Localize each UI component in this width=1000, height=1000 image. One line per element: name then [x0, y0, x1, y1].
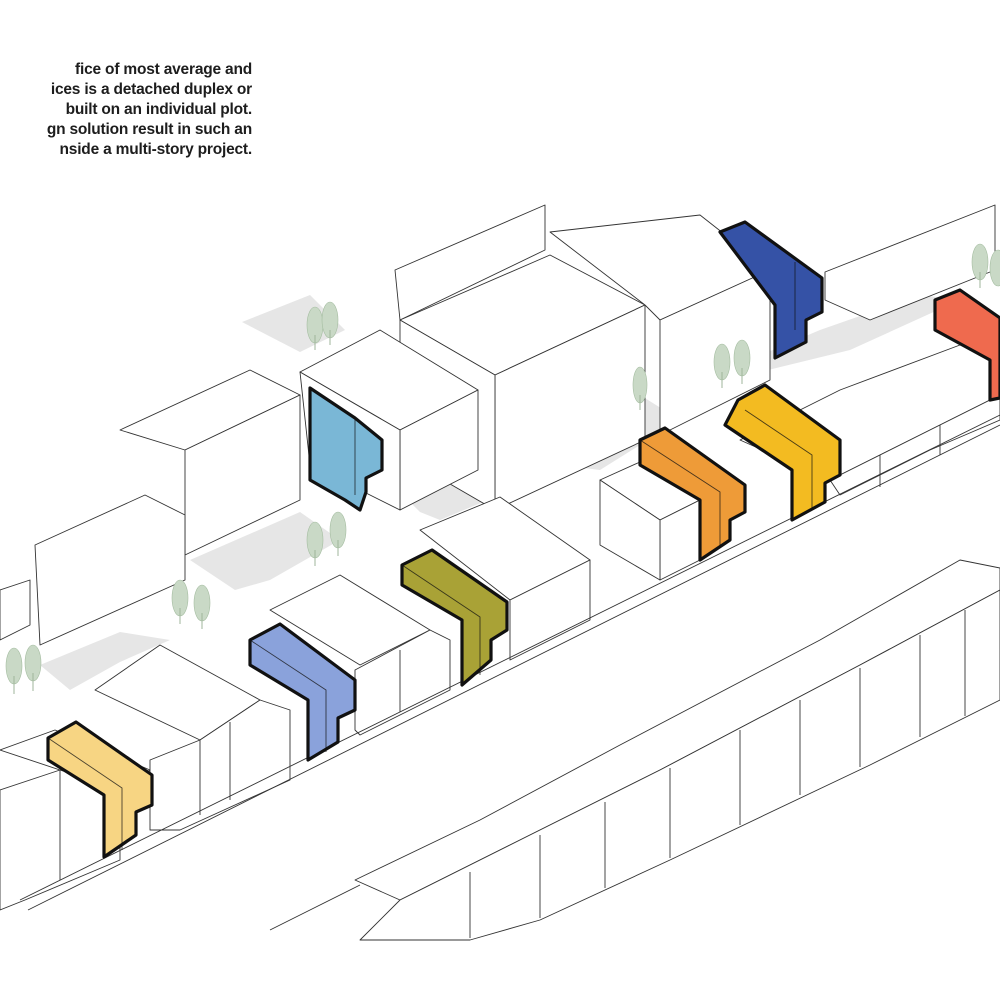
rear-block-g: [0, 579, 31, 641]
periwinkle-unit-fold: [249, 639, 327, 752]
orange-unit-shape: [638, 426, 747, 562]
caption-line-4: gn solution result in such an: [46, 121, 252, 138]
tree-group-right: [713, 339, 751, 388]
tree-group-left: [5, 644, 42, 694]
caption-line-3: built on an individual plot.: [65, 101, 253, 118]
light-yellow-unit: [46, 720, 154, 859]
street-curb-line: [19, 414, 1000, 901]
rear-block-a: [394, 204, 546, 321]
sky-blue-unit-shape: [308, 386, 384, 512]
tree-group-mid-right: [632, 366, 648, 410]
rear-block-f: [34, 494, 186, 646]
orange-unit-fold: [639, 439, 721, 548]
gold-unit-shape: [723, 383, 842, 522]
highlighted-units: [46, 220, 1000, 859]
street-edge: [19, 414, 1000, 931]
tree-group-center-left: [171, 579, 211, 629]
navy-unit-shape: [718, 220, 824, 360]
trees: [5, 243, 1000, 694]
caption-line-5: nside a multi-story project.: [59, 141, 253, 158]
periwinkle-unit-shape: [248, 622, 357, 762]
olive-unit-fold: [401, 564, 481, 675]
rear-block-d: [824, 204, 996, 321]
tree-group-far-right: [971, 243, 1000, 288]
caption-line-1: fice of most average and: [75, 61, 252, 78]
mid-block-2-front: [509, 559, 591, 661]
navy-unit: [718, 220, 824, 360]
tree-group-center: [306, 511, 347, 566]
red-unit-shape: [933, 288, 1000, 402]
front-row-face-right: [829, 394, 1000, 496]
orange-unit: [638, 426, 747, 562]
front-row-face-center-left: [149, 699, 291, 831]
olive-unit: [400, 548, 509, 687]
caption-line-2: ices is a detached duplex or: [50, 81, 252, 98]
periwinkle-unit: [248, 622, 357, 762]
tree-group-upper: [306, 301, 339, 350]
front-row-face-center: [354, 629, 451, 736]
street-curb-line: [27, 424, 1000, 911]
gold-unit-fold: [744, 409, 813, 510]
pavement-left: [40, 632, 170, 690]
sky-blue-unit-fold: [334, 404, 356, 495]
opposite-face: [359, 589, 1000, 941]
light-yellow-unit-fold: [47, 737, 123, 850]
sky-blue-unit: [308, 386, 384, 512]
opposite-row-buildings: [354, 559, 1000, 941]
mid-block-3-side: [599, 479, 661, 581]
red-unit: [933, 288, 1000, 402]
olive-unit-shape: [400, 548, 509, 687]
caption-text: fice of most average and ices is a detac…: [0, 60, 252, 160]
pavement-center-left: [190, 512, 340, 590]
street-curb-line: [269, 884, 361, 931]
gold-unit: [723, 383, 842, 522]
tree: [989, 249, 1000, 287]
